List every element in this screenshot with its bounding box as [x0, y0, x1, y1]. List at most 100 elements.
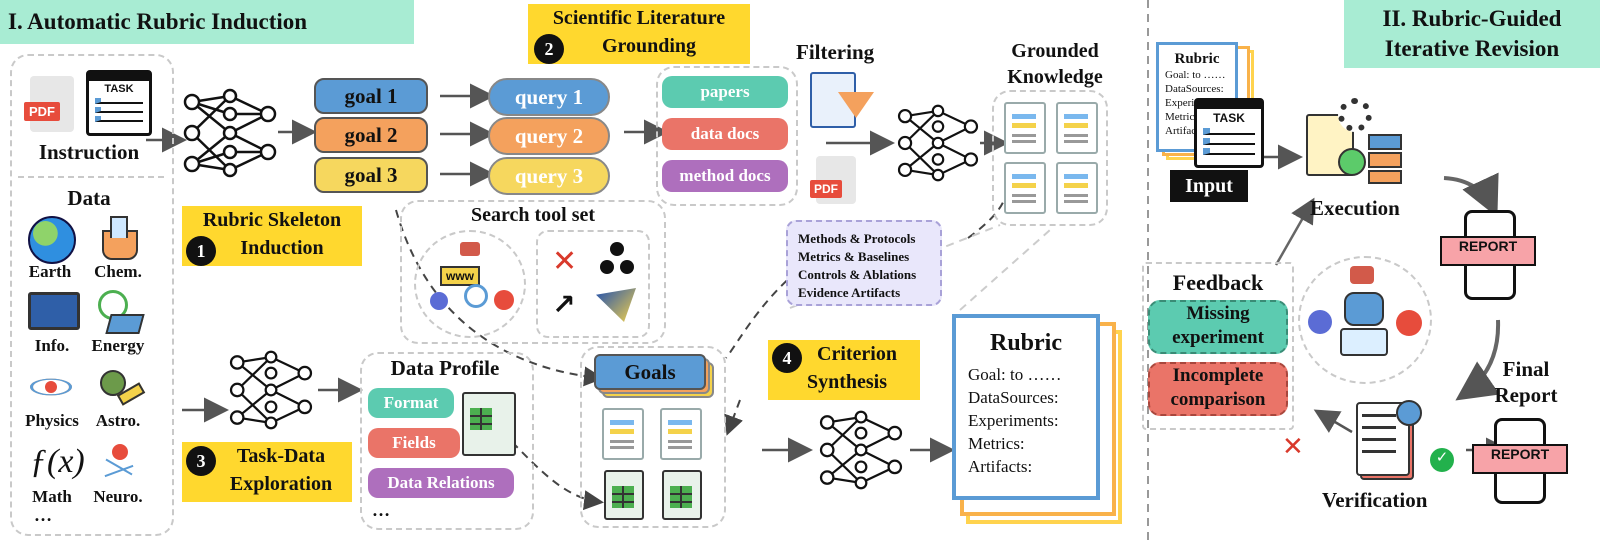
- rubric-line: Goal: to ……: [968, 365, 1062, 384]
- gear-icon: [1306, 98, 1402, 188]
- verification-label: Verification: [1322, 488, 1428, 512]
- document-icon: [1056, 102, 1098, 154]
- rubric-line: Artifacts:: [968, 457, 1033, 476]
- domain-label-neuro: Neuro.: [93, 487, 143, 506]
- spreadsheet-icon: [662, 470, 702, 520]
- spreadsheet-icon: [462, 392, 516, 456]
- goal-3: goal 3: [314, 157, 428, 193]
- document-icon: [1004, 102, 1046, 154]
- stage-task-data-exploration: Task-Data Exploration 3: [182, 442, 352, 502]
- input-divider: [18, 176, 164, 178]
- earth-icon: [28, 216, 76, 264]
- query-3: query 3: [488, 157, 610, 195]
- domain-label-info: Info.: [34, 336, 70, 355]
- section-title-revision: II. Rubric-Guided Iterative Revision: [1344, 0, 1600, 68]
- neural-network-icon: [819, 410, 903, 490]
- stage-literature-grounding: Scientific Literature Grounding 2: [528, 4, 750, 64]
- grounded-knowledge-title: Grounded Knowledge: [1000, 38, 1110, 90]
- sources-panel: [656, 66, 798, 206]
- cross-icon: ✕: [1282, 432, 1304, 462]
- neural-network-icon: [897, 104, 979, 182]
- pdf-tag: PDF: [810, 180, 842, 198]
- stage1-line1: Rubric Skeleton: [202, 209, 342, 231]
- stage3-line2: Exploration: [229, 473, 333, 495]
- domain-label-astro: Astro.: [95, 411, 141, 430]
- final-report-tag: REPORT: [1472, 444, 1568, 474]
- robot-icon: [1396, 310, 1422, 336]
- stage2-number: 2: [534, 34, 564, 64]
- energy-icon: [98, 290, 145, 334]
- domain-label-energy: Energy: [91, 336, 145, 355]
- filter-icon: [810, 72, 880, 132]
- stage-criterion-synthesis: Criterion Synthesis 4: [768, 340, 920, 400]
- profile-data-relations: Data Relations: [368, 468, 514, 498]
- final-report-title: Final Report: [1484, 356, 1568, 408]
- report-tag: REPORT: [1440, 236, 1536, 266]
- instruction-label: Instruction: [38, 140, 140, 164]
- knowledge-type: Evidence Artifacts: [798, 285, 901, 300]
- pdf-icon: PDF: [810, 156, 856, 204]
- document-icon: [660, 408, 702, 460]
- input-panel: [10, 54, 174, 536]
- grounded-knowledge-line1: Grounded: [1011, 40, 1099, 62]
- search-tool-panel: [400, 200, 666, 344]
- task-icon: TASK: [86, 70, 152, 136]
- rubric-line: Experiments:: [968, 411, 1059, 430]
- document-icon: [1004, 162, 1046, 214]
- grounded-knowledge-line2: Knowledge: [1007, 66, 1103, 88]
- chemistry-icon: [98, 216, 138, 260]
- final-report-line1: Final: [1502, 357, 1550, 381]
- agents-circle: [1298, 256, 1432, 384]
- stage4-line1: Criterion: [817, 343, 897, 365]
- computer-icon: [28, 292, 80, 330]
- grounded-knowledge-panel: [992, 90, 1108, 226]
- goal-1: goal 1: [314, 78, 428, 114]
- neural-network-icon: [183, 88, 277, 178]
- check-icon: ✓: [1430, 448, 1454, 472]
- source-papers: papers: [662, 76, 788, 108]
- robot-icon: [1350, 266, 1374, 284]
- tool-logos-panel: ✕ ↗: [536, 230, 650, 338]
- atom-icon: [21, 366, 81, 408]
- neuron-icon: [100, 440, 142, 484]
- feedback-title: Feedback: [1172, 270, 1264, 295]
- input-rubric-title: Rubric: [1174, 51, 1220, 67]
- rubric-card: Rubric Goal: to …… DataSources: Experime…: [952, 314, 1100, 500]
- data-profile-panel: [360, 352, 534, 530]
- knowledge-type: Controls & Ablations: [798, 267, 917, 282]
- stage4-number: 4: [772, 343, 802, 373]
- neural-network-icon: [229, 350, 313, 430]
- www-label: www: [440, 266, 481, 286]
- section-title-revision-line1: II. Rubric-Guided: [1382, 6, 1562, 31]
- section-title-revision-line2: Iterative Revision: [1384, 36, 1560, 61]
- profile-fields: Fields: [368, 428, 460, 458]
- profile-ellipsis: …: [372, 500, 390, 520]
- robot-icon: [1308, 310, 1332, 334]
- checklist-icon: [1352, 400, 1422, 480]
- feedback-incomplete-comparison: Incomplete comparison: [1148, 362, 1288, 416]
- knowledge-type: Methods & Protocols: [798, 231, 916, 246]
- section-title-induction: I. Automatic Rubric Induction: [0, 0, 414, 44]
- goal-2: goal 2: [314, 117, 428, 153]
- source-data-docs: data docs: [662, 118, 788, 150]
- robot-icon: [1344, 292, 1384, 326]
- task-tag: TASK: [104, 83, 134, 95]
- stage1-line2: Induction: [240, 237, 324, 259]
- data-profile-title: Data Profile: [390, 356, 500, 380]
- final-report-line2: Report: [1494, 383, 1558, 407]
- feedback-panel: [1142, 262, 1294, 430]
- execution-label: Execution: [1310, 196, 1400, 220]
- document-icon: [1056, 162, 1098, 214]
- search-engine-icon: www: [414, 230, 526, 338]
- query-1: query 1: [488, 78, 610, 116]
- task-tag: TASK: [1213, 111, 1245, 125]
- task-icon: TASK: [1194, 98, 1264, 168]
- input-rubric-line: DataSources:: [1165, 83, 1224, 95]
- stage1-number: 1: [186, 236, 216, 266]
- goals-stack: Goals: [594, 354, 706, 390]
- stage3-line1: Task-Data: [236, 445, 326, 467]
- stage-rubric-skeleton: Rubric Skeleton Induction 1: [182, 206, 362, 266]
- stage2-line1: Scientific Literature: [552, 7, 726, 29]
- pdf-tag: PDF: [24, 102, 60, 121]
- source-method-docs: method docs: [662, 160, 788, 192]
